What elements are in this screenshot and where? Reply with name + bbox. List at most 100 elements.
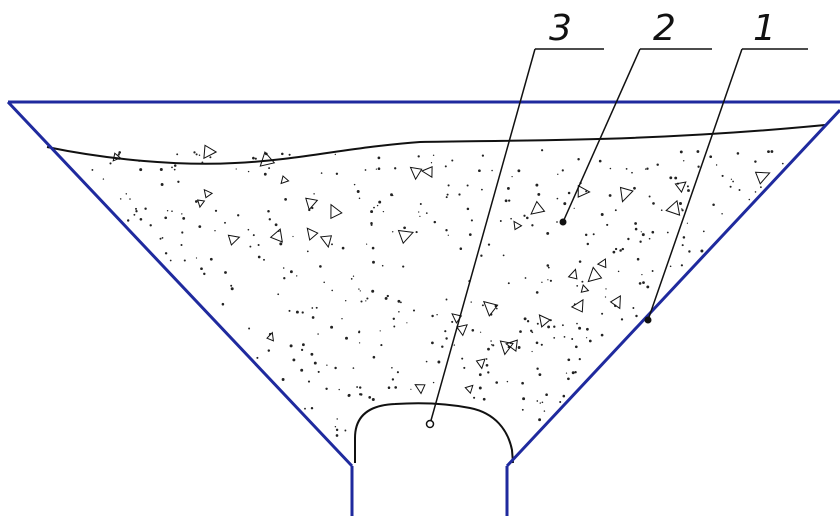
material-speck: [248, 327, 251, 330]
material-speck: [377, 156, 381, 160]
material-speck: [478, 373, 482, 377]
material-speck: [378, 200, 382, 204]
material-speck: [545, 393, 548, 397]
material-speck: [371, 289, 375, 293]
material-speck: [341, 246, 345, 250]
material-speck: [576, 322, 578, 325]
material-aggregate: [269, 228, 283, 243]
material-speck: [381, 264, 384, 267]
bunker-left-wall: [6, 100, 354, 468]
material-speck: [334, 425, 337, 428]
material-speck: [482, 397, 486, 401]
callout-label-2: 2: [653, 8, 676, 49]
material-speck: [109, 162, 112, 165]
bunker-right-wall: [505, 108, 840, 468]
material-speck: [301, 311, 304, 314]
material-speck: [466, 184, 469, 187]
material-speck: [300, 348, 304, 352]
material-speck: [380, 344, 383, 347]
material-speck: [360, 300, 363, 303]
material-speck: [296, 275, 298, 277]
material-speck: [372, 355, 376, 359]
material-speck: [524, 277, 527, 279]
material-speck: [523, 214, 526, 217]
material-speck: [625, 168, 628, 170]
material-speck: [517, 346, 521, 349]
material-speck: [470, 301, 472, 303]
material-speck: [679, 202, 682, 205]
material-speck: [687, 189, 690, 192]
material-speck: [133, 213, 136, 216]
material-aggregate: [464, 384, 474, 395]
material-speck: [612, 250, 616, 254]
material-speck: [300, 368, 304, 372]
material-speck: [176, 153, 179, 156]
material-speck: [352, 275, 355, 277]
material-speck: [478, 169, 481, 173]
material-speck: [441, 345, 444, 348]
material-speck: [214, 229, 216, 232]
material-speck: [453, 344, 456, 346]
material-speck: [415, 231, 418, 234]
material-aggregate: [587, 266, 603, 283]
material-speck: [431, 314, 434, 318]
material-speck: [391, 231, 394, 233]
material-speck: [586, 327, 589, 331]
material-speck: [399, 301, 402, 304]
material-aggregate: [538, 314, 551, 328]
material-speck: [289, 344, 293, 348]
material-speck: [686, 185, 689, 188]
material-speck: [681, 244, 684, 247]
material-speck: [470, 219, 473, 222]
material-speck: [392, 317, 395, 320]
material-speck: [431, 341, 434, 345]
material-speck: [307, 380, 311, 383]
material-speck: [127, 219, 130, 222]
material-speck: [182, 216, 186, 220]
material-speck: [598, 159, 602, 163]
material-speck: [358, 197, 361, 200]
material-speck: [547, 279, 549, 281]
material-speck: [609, 167, 612, 170]
material-speck: [311, 316, 315, 319]
material-speck: [508, 199, 511, 202]
material-speck: [268, 167, 271, 170]
material-speck: [644, 168, 647, 170]
material-speck: [344, 429, 347, 432]
material-speck: [538, 418, 542, 422]
material-speck: [730, 178, 733, 180]
material-speck: [313, 361, 317, 365]
leader-dot-1: [644, 316, 652, 324]
material-speck: [461, 357, 464, 360]
material-speck: [648, 237, 651, 240]
material-speck: [556, 221, 558, 223]
material-speck: [736, 152, 740, 155]
material-speck: [485, 363, 489, 367]
material-aggregate: [665, 199, 681, 216]
material-speck: [279, 242, 283, 246]
material-aggregate: [306, 227, 319, 241]
material-speck: [173, 164, 177, 167]
material-speck: [201, 161, 204, 164]
material-speck: [138, 160, 140, 162]
material-speck: [358, 342, 361, 344]
material-speck: [485, 358, 488, 360]
material-speck: [306, 250, 309, 253]
material-speck: [283, 277, 286, 280]
material-speck: [531, 350, 533, 353]
material-speck: [770, 150, 774, 153]
material-speck: [481, 188, 483, 191]
material-aggregate: [420, 166, 433, 179]
material-speck: [506, 380, 509, 383]
material-speck: [633, 186, 636, 190]
material-speck: [540, 343, 543, 346]
material-speck: [521, 408, 524, 411]
material-speck: [237, 214, 240, 217]
material-speck: [288, 309, 291, 312]
material-speck: [565, 372, 568, 374]
material-speck: [679, 150, 683, 154]
leader-line-3: [429, 48, 536, 425]
material-speck: [634, 222, 637, 225]
material-speck: [712, 203, 715, 207]
material-speck: [700, 249, 704, 253]
